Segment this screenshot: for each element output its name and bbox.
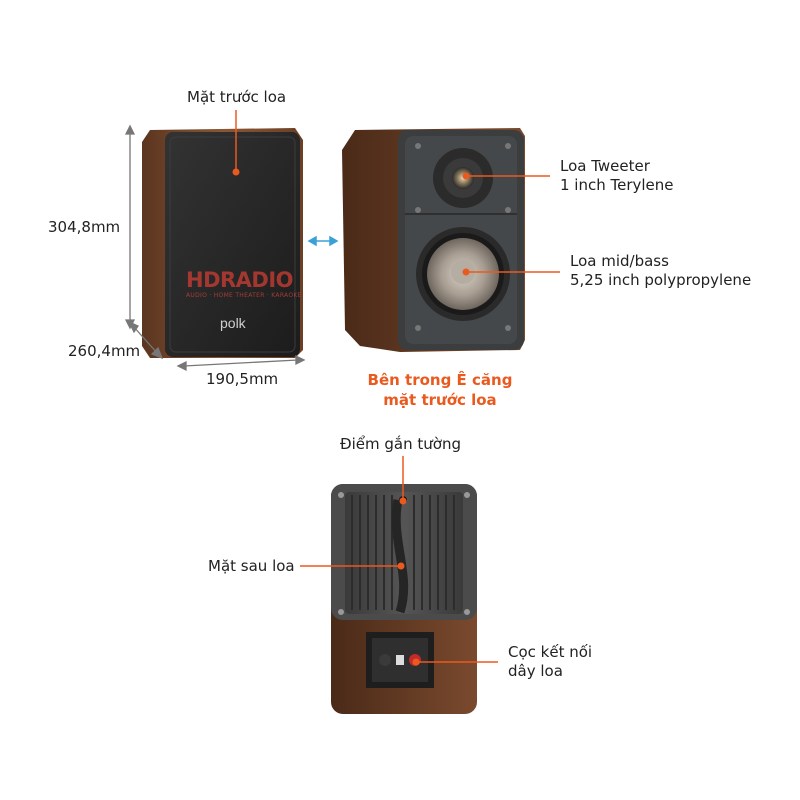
- polk-logo: polk: [220, 315, 246, 331]
- label-terminal-line1: Cọc kết nối: [508, 643, 593, 661]
- label-height: 304,8mm: [48, 218, 121, 236]
- watermark-logo: HDRADIO AUDIO · HOME THEATER · KARAOKE: [186, 268, 302, 299]
- swap-arrow-icon: [307, 235, 339, 247]
- callout-lines: [232, 110, 560, 666]
- label-back-face: Mặt sau loa: [208, 557, 295, 575]
- watermark-main: HDRADIO: [186, 268, 294, 292]
- label-tweeter-line1: Loa Tweeter: [560, 157, 650, 175]
- speaker-front-open: [342, 128, 525, 352]
- watermark-sub: AUDIO · HOME THEATER · KARAOKE: [186, 292, 302, 299]
- label-inside: Bên trong Ê căng mặt trước loa: [340, 370, 540, 410]
- label-tweeter: Loa Tweeter 1 inch Terylene: [560, 157, 674, 195]
- label-inside-line1: Bên trong Ê căng: [367, 371, 513, 389]
- label-midbass: Loa mid/bass 5,25 inch polypropylene: [570, 252, 751, 290]
- dimension-lines: [124, 124, 306, 372]
- label-terminal: Cọc kết nối dây loa: [508, 643, 592, 681]
- label-midbass-line2: 5,25 inch polypropylene: [570, 271, 752, 289]
- speaker-front-grille: [142, 128, 303, 358]
- label-width: 190,5mm: [206, 370, 279, 388]
- label-depth: 260,4mm: [68, 342, 141, 360]
- label-tweeter-line2: 1 inch Terylene: [560, 176, 674, 194]
- label-front-face: Mặt trước loa: [187, 88, 287, 106]
- label-inside-line2: mặt trước loa: [383, 391, 497, 409]
- label-terminal-line2: dây loa: [508, 662, 563, 680]
- label-midbass-line1: Loa mid/bass: [570, 252, 669, 270]
- label-wall-mount: Điểm gắn tường: [340, 435, 461, 453]
- speaker-rear: [331, 484, 477, 714]
